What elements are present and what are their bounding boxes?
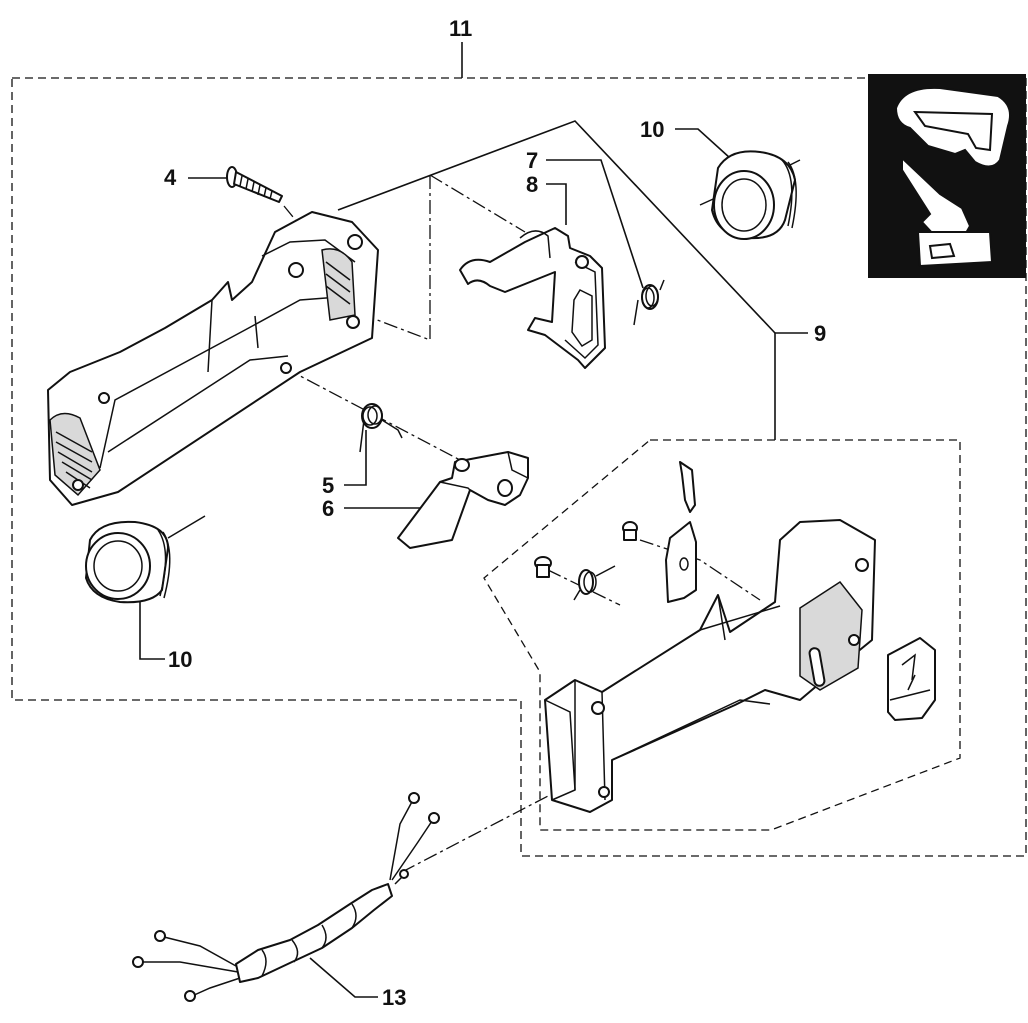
callout-9: 9 — [814, 321, 826, 346]
axis-line-spring — [284, 367, 461, 461]
axis-line-harness — [401, 795, 549, 873]
callout-10-top: 10 — [640, 117, 664, 142]
part-small-rivet — [622, 521, 638, 541]
axis-line-handle-to-trigger — [371, 175, 431, 341]
part-10-bush-top — [711, 150, 797, 240]
part-4-screw — [226, 166, 283, 203]
callout-8: 8 — [526, 172, 538, 197]
callout-11: 11 — [449, 16, 472, 41]
part-switch-contact-clip — [679, 461, 696, 513]
leader-10-bottom — [139, 600, 165, 660]
leader-5 — [344, 430, 367, 486]
axis-line-bracket — [429, 174, 526, 233]
part-5-spring — [359, 403, 403, 453]
callout-6: 6 — [322, 496, 334, 521]
callout-5: 5 — [322, 473, 334, 498]
callout-13: 13 — [382, 985, 406, 1010]
part-6-trigger — [397, 451, 529, 549]
part-9-switch-housing — [544, 519, 876, 813]
leader-9 — [774, 332, 808, 440]
part-8-bracket — [459, 227, 606, 369]
callout-7: 7 — [526, 148, 538, 173]
leader-9-to-handle — [337, 120, 776, 334]
part-small-spring — [573, 565, 616, 601]
callout-10-bottom: 10 — [168, 647, 192, 672]
part-lock-off-knob — [887, 637, 936, 721]
leader-13 — [309, 957, 378, 998]
part-10-bush-bottom — [85, 520, 171, 604]
leader-8 — [546, 183, 567, 225]
leader-7 — [546, 159, 644, 289]
leader-10-top — [675, 128, 731, 159]
axis-line-lower-parts — [547, 539, 761, 606]
callout-4: 4 — [164, 165, 177, 190]
part-13-wiring-harness — [132, 792, 440, 1002]
inset-reference-thumbnail — [868, 74, 1026, 278]
part-pin — [534, 556, 552, 578]
part-switch-contact-plate — [665, 521, 697, 603]
part-7-spring — [633, 279, 665, 326]
part-handle-left-half — [47, 211, 379, 506]
axis-line-screw — [283, 205, 303, 229]
